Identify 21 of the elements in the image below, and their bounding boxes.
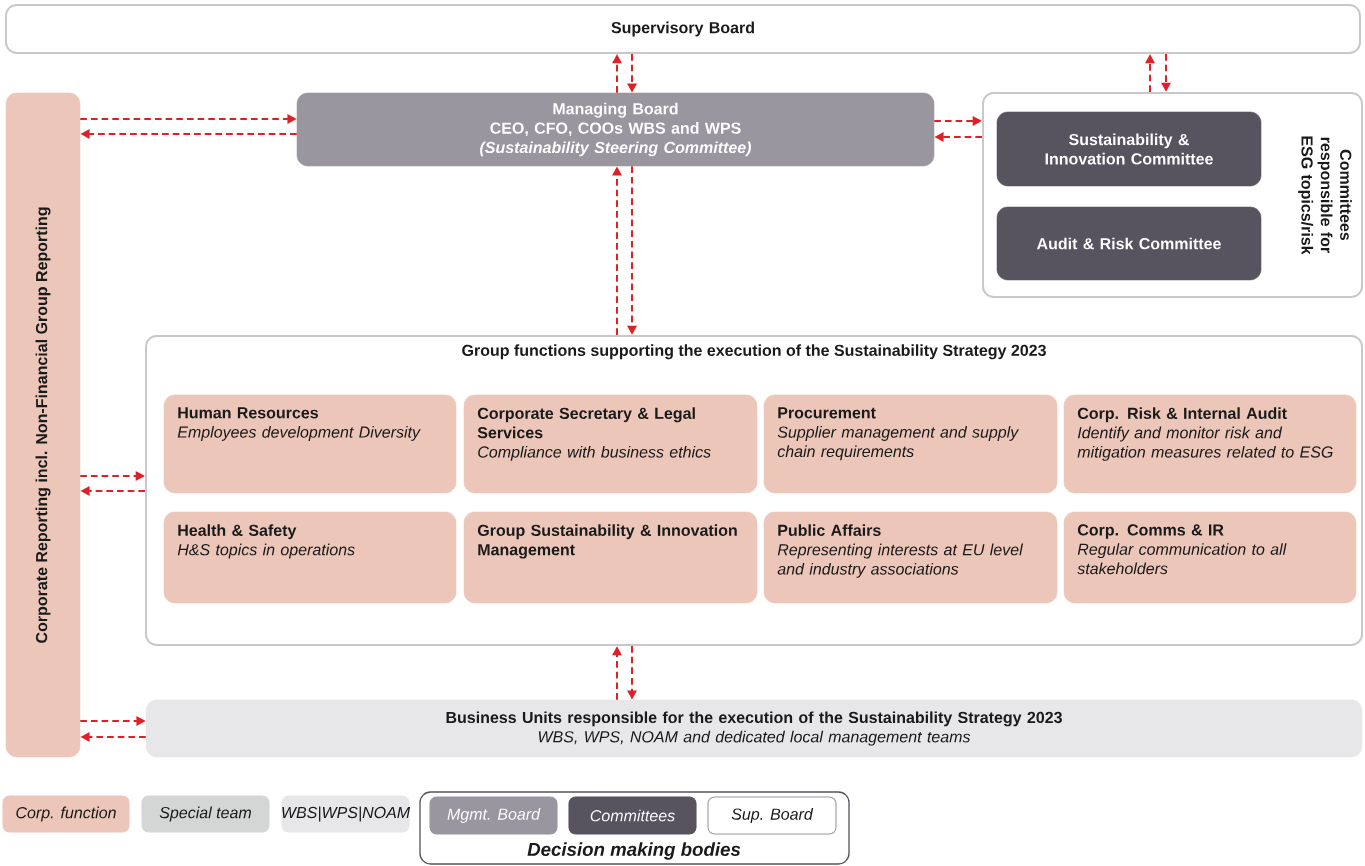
function-box: Corp. Risk & Internal Audit Identify and monitor risk and mitigation measures related to ESG <box>1063 394 1357 494</box>
legend-item: Special team <box>141 795 270 833</box>
legend-item: Corp. function <box>2 795 130 833</box>
committee-box: Sustainability & Innovation Committee <box>996 111 1262 187</box>
function-box: Public Affairs Representing interests at EU level and industry associations <box>763 511 1058 604</box>
committee-box: Audit & Risk Committee <box>996 206 1262 281</box>
function-box: Health & Safety H&S topics in operations <box>163 511 457 604</box>
legend-item: Committees <box>568 796 697 835</box>
reporting-bar: Corporate Reporting incl. Non-Financial Group Reporting <box>5 92 81 758</box>
function-box: Human Resources Employees development Diversity <box>163 394 457 494</box>
function-box: Procurement Supplier management and supply chain requirements <box>763 394 1058 494</box>
legend-item: Mgmt. Board <box>429 796 558 835</box>
board-box: Supervisory Board <box>5 4 1361 54</box>
legend-title: Decision making bodies <box>527 842 741 860</box>
function-box: Corporate Secretary & Legal Services Compliance with business ethics <box>463 394 758 494</box>
legend-item: Sup. Board <box>707 796 837 835</box>
legend-item: WBS|WPS|NOAM <box>281 795 411 833</box>
board-box: Managing Board CEO, CFO, COOs WBS and WPS (Sustainability Steering Committee) <box>296 92 935 167</box>
business-unit-band: Business Units responsible for the execution of the Sustainability Strategy 2023 WBS, WPS, NOAM and dedicated local management teams <box>145 699 1363 758</box>
function-box: Corp. Comms & IR Regular communication to all stakeholders <box>1063 511 1357 604</box>
function-box: Group Sustainability & Innovation Management <box>463 511 758 604</box>
